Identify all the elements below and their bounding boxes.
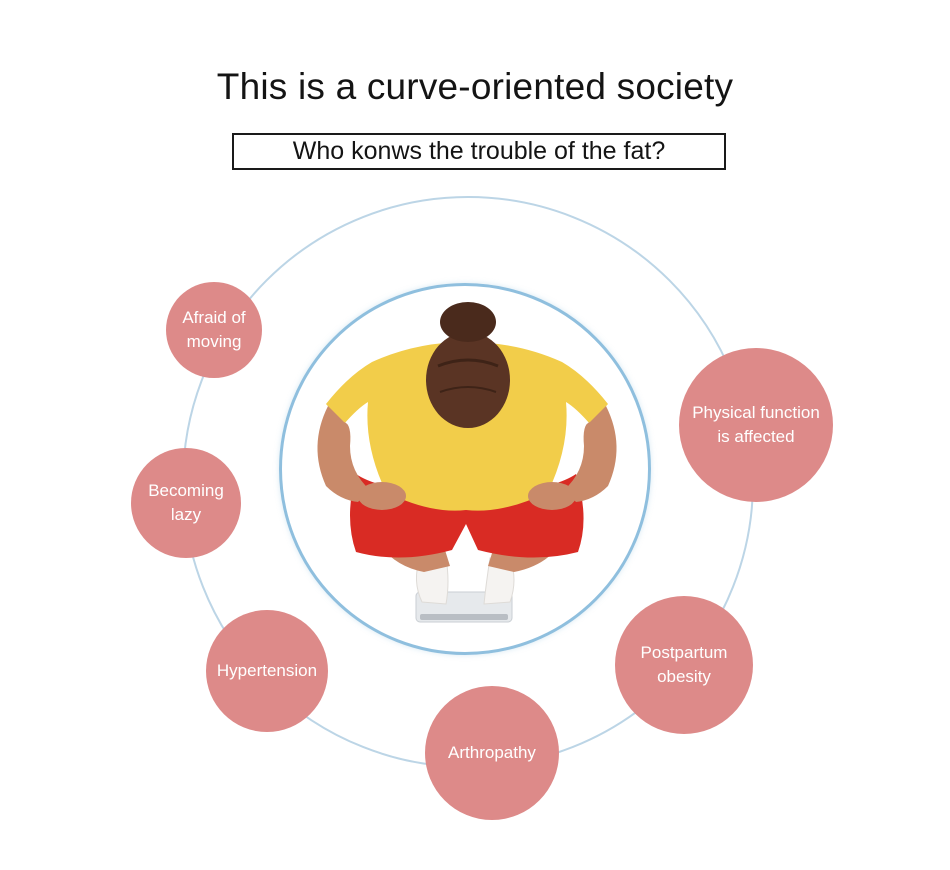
- person-on-scale-icon: [317, 302, 617, 623]
- page-title: This is a curve-oriented society: [216, 66, 734, 107]
- bubble-physical-function: Physical function is affected: [679, 348, 833, 502]
- bubble-label: Arthropathy: [448, 743, 536, 762]
- bubble-arthropathy: Arthropathy: [425, 686, 559, 820]
- bubble-label: Becoming lazy: [148, 481, 224, 524]
- bubble-hypertension: Hypertension: [206, 610, 328, 732]
- bubble-label: Postpartum obesity: [640, 643, 728, 686]
- bubble-label: Physical function is affected: [692, 403, 820, 446]
- subtitle-text: Who konws the trouble of the fat?: [292, 137, 666, 165]
- bubble-becoming-lazy: Becoming lazy: [131, 448, 241, 558]
- subtitle-box: Who konws the trouble of the fat?: [232, 133, 726, 170]
- bubble-label: Hypertension: [216, 661, 318, 680]
- inner-ring: [279, 283, 651, 655]
- bubble-label: Afraid of moving: [182, 308, 246, 351]
- bubble-afraid-of-moving: Afraid of moving: [166, 282, 262, 378]
- bubble-postpartum-obesity: Postpartum obesity: [615, 596, 753, 734]
